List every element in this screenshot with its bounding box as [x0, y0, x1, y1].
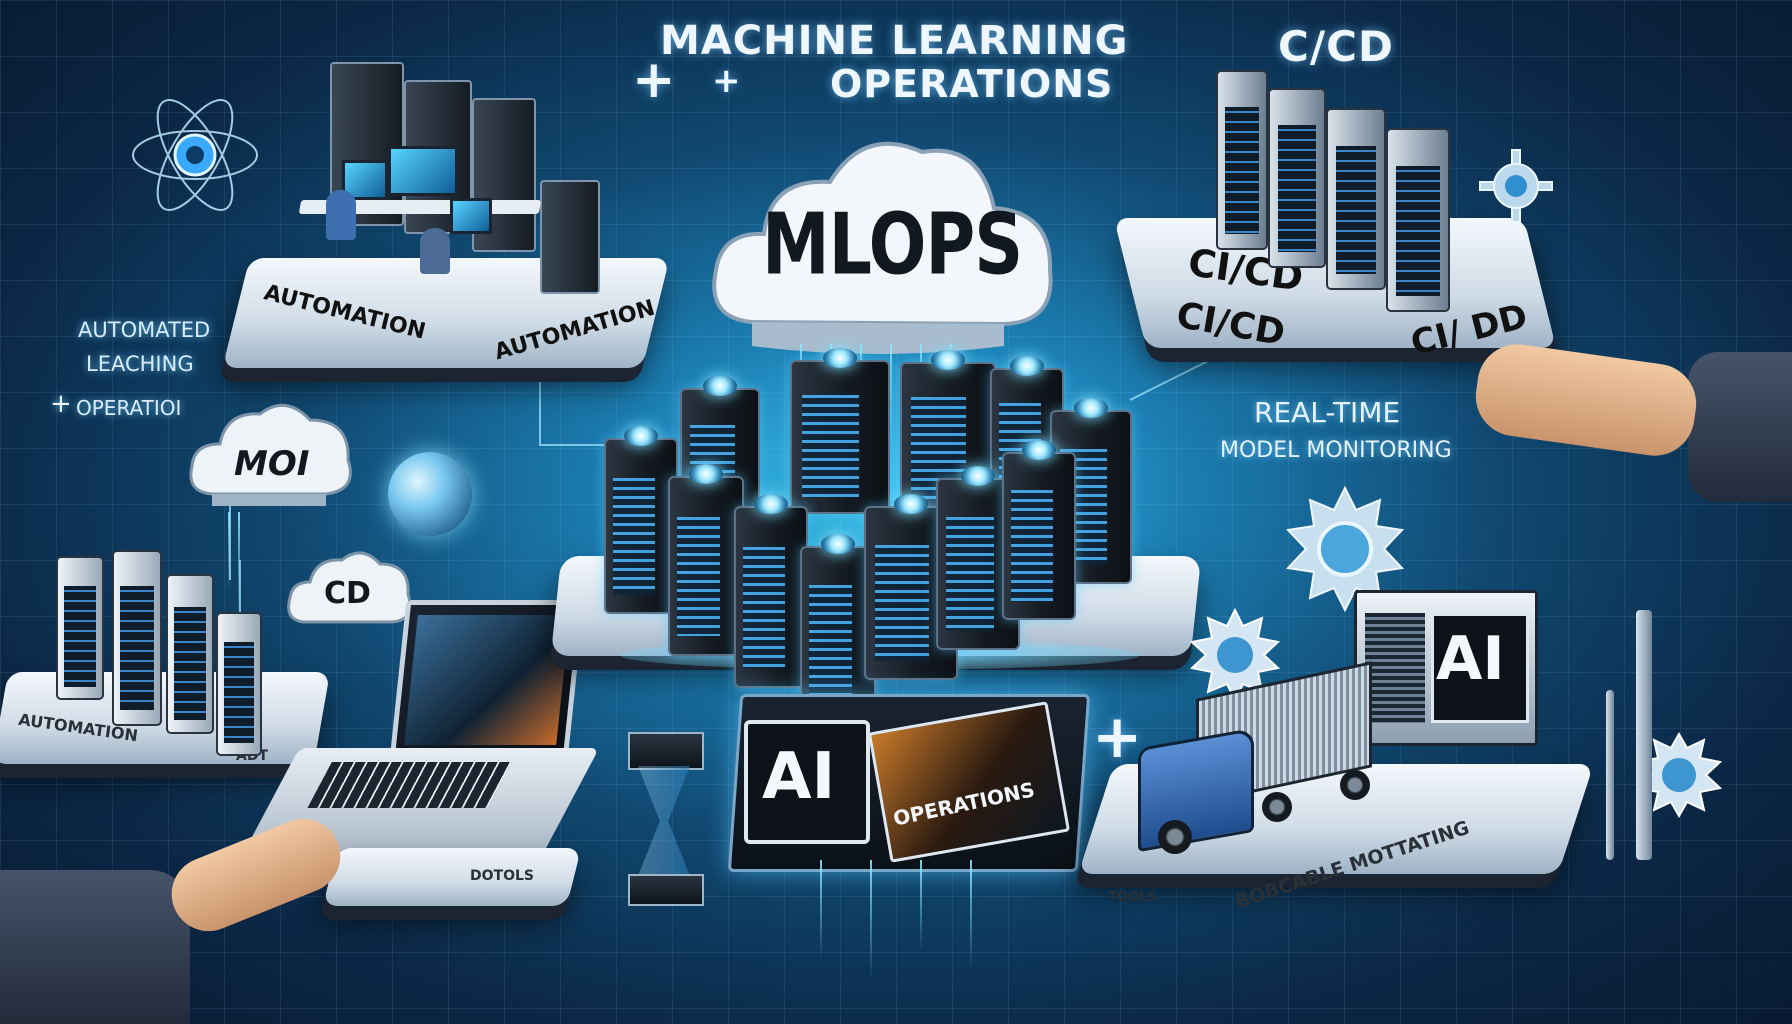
storage-stack — [166, 574, 214, 734]
plus-icon: + — [712, 61, 742, 101]
cloud-icon — [189, 403, 352, 506]
storage-stack — [216, 612, 262, 756]
right-hand-sleeve — [1688, 352, 1792, 502]
header-line2: OPERATIONS — [830, 62, 1114, 106]
server-tower — [1002, 440, 1076, 620]
light-beam — [228, 512, 230, 592]
truck-platform-label-left: TOOLS — [1108, 890, 1157, 905]
plus-icon: + — [632, 50, 677, 110]
ai-label: AI — [762, 740, 836, 814]
truck-wheel — [1262, 792, 1292, 822]
worker-person — [326, 190, 356, 240]
light-beam — [870, 860, 872, 980]
gear-icon — [1635, 731, 1723, 819]
header-cicd: C/CD — [1278, 22, 1394, 71]
server-tower — [734, 494, 808, 688]
note-leaching: LEACHING — [86, 352, 194, 376]
gear-icon — [1285, 485, 1405, 613]
light-beam — [970, 860, 972, 970]
header-line1: MACHINE LEARNING — [660, 18, 1129, 64]
network-atom-icon — [132, 98, 258, 212]
light-beam — [238, 512, 240, 622]
server-tower — [668, 464, 744, 656]
server-tower — [936, 466, 1020, 650]
container-ai-label: AI — [1436, 624, 1505, 694]
note-operation: OPERATIOI — [76, 396, 182, 420]
monitor-line2: MODEL MONITORING — [1220, 438, 1452, 463]
plus-icon: + — [1092, 702, 1144, 772]
laptop-base-label: DOTOLS — [470, 868, 534, 884]
server-rack — [540, 180, 600, 294]
truck-wheel — [1340, 770, 1370, 800]
antenna-tower — [1636, 610, 1652, 860]
server-tower — [800, 534, 876, 718]
server-tower — [604, 426, 678, 614]
light-beam — [890, 344, 892, 444]
cd-cloud-label: CD — [324, 576, 371, 611]
hourglass-icon — [628, 732, 704, 906]
monitor — [450, 198, 492, 234]
cicd-server — [1216, 70, 1268, 250]
worker-person — [420, 228, 450, 274]
globe-sphere — [388, 452, 472, 536]
note-plus-icon: + — [50, 389, 72, 419]
gear-icon — [1479, 149, 1553, 223]
truck-wheel — [1158, 820, 1192, 854]
storage-stack — [56, 556, 104, 700]
monitor — [342, 160, 388, 200]
storage-stack — [112, 550, 162, 726]
left-hand-sleeve — [0, 870, 190, 1024]
monitor — [388, 146, 458, 196]
monitor-line1: REAL-TIME — [1254, 396, 1401, 429]
ai-label-box — [744, 720, 870, 844]
light-beam — [820, 860, 822, 960]
gear-icon — [1189, 607, 1281, 703]
cicd-server — [1268, 88, 1326, 268]
moi-cloud-label: MOI — [234, 444, 310, 484]
mlops-cloud-label: MLOPS — [762, 196, 1023, 295]
mlops-cloud — [712, 141, 1053, 354]
cicd-server — [1386, 128, 1450, 312]
antenna-tower — [1606, 690, 1614, 860]
note-automated: AUTOMATED — [78, 318, 211, 342]
server-tower — [790, 348, 890, 514]
light-beam — [920, 860, 922, 950]
truck-cab — [1138, 727, 1254, 853]
laptop-base — [322, 848, 582, 906]
cloud-icon — [287, 551, 412, 624]
cicd-server — [1326, 108, 1386, 290]
